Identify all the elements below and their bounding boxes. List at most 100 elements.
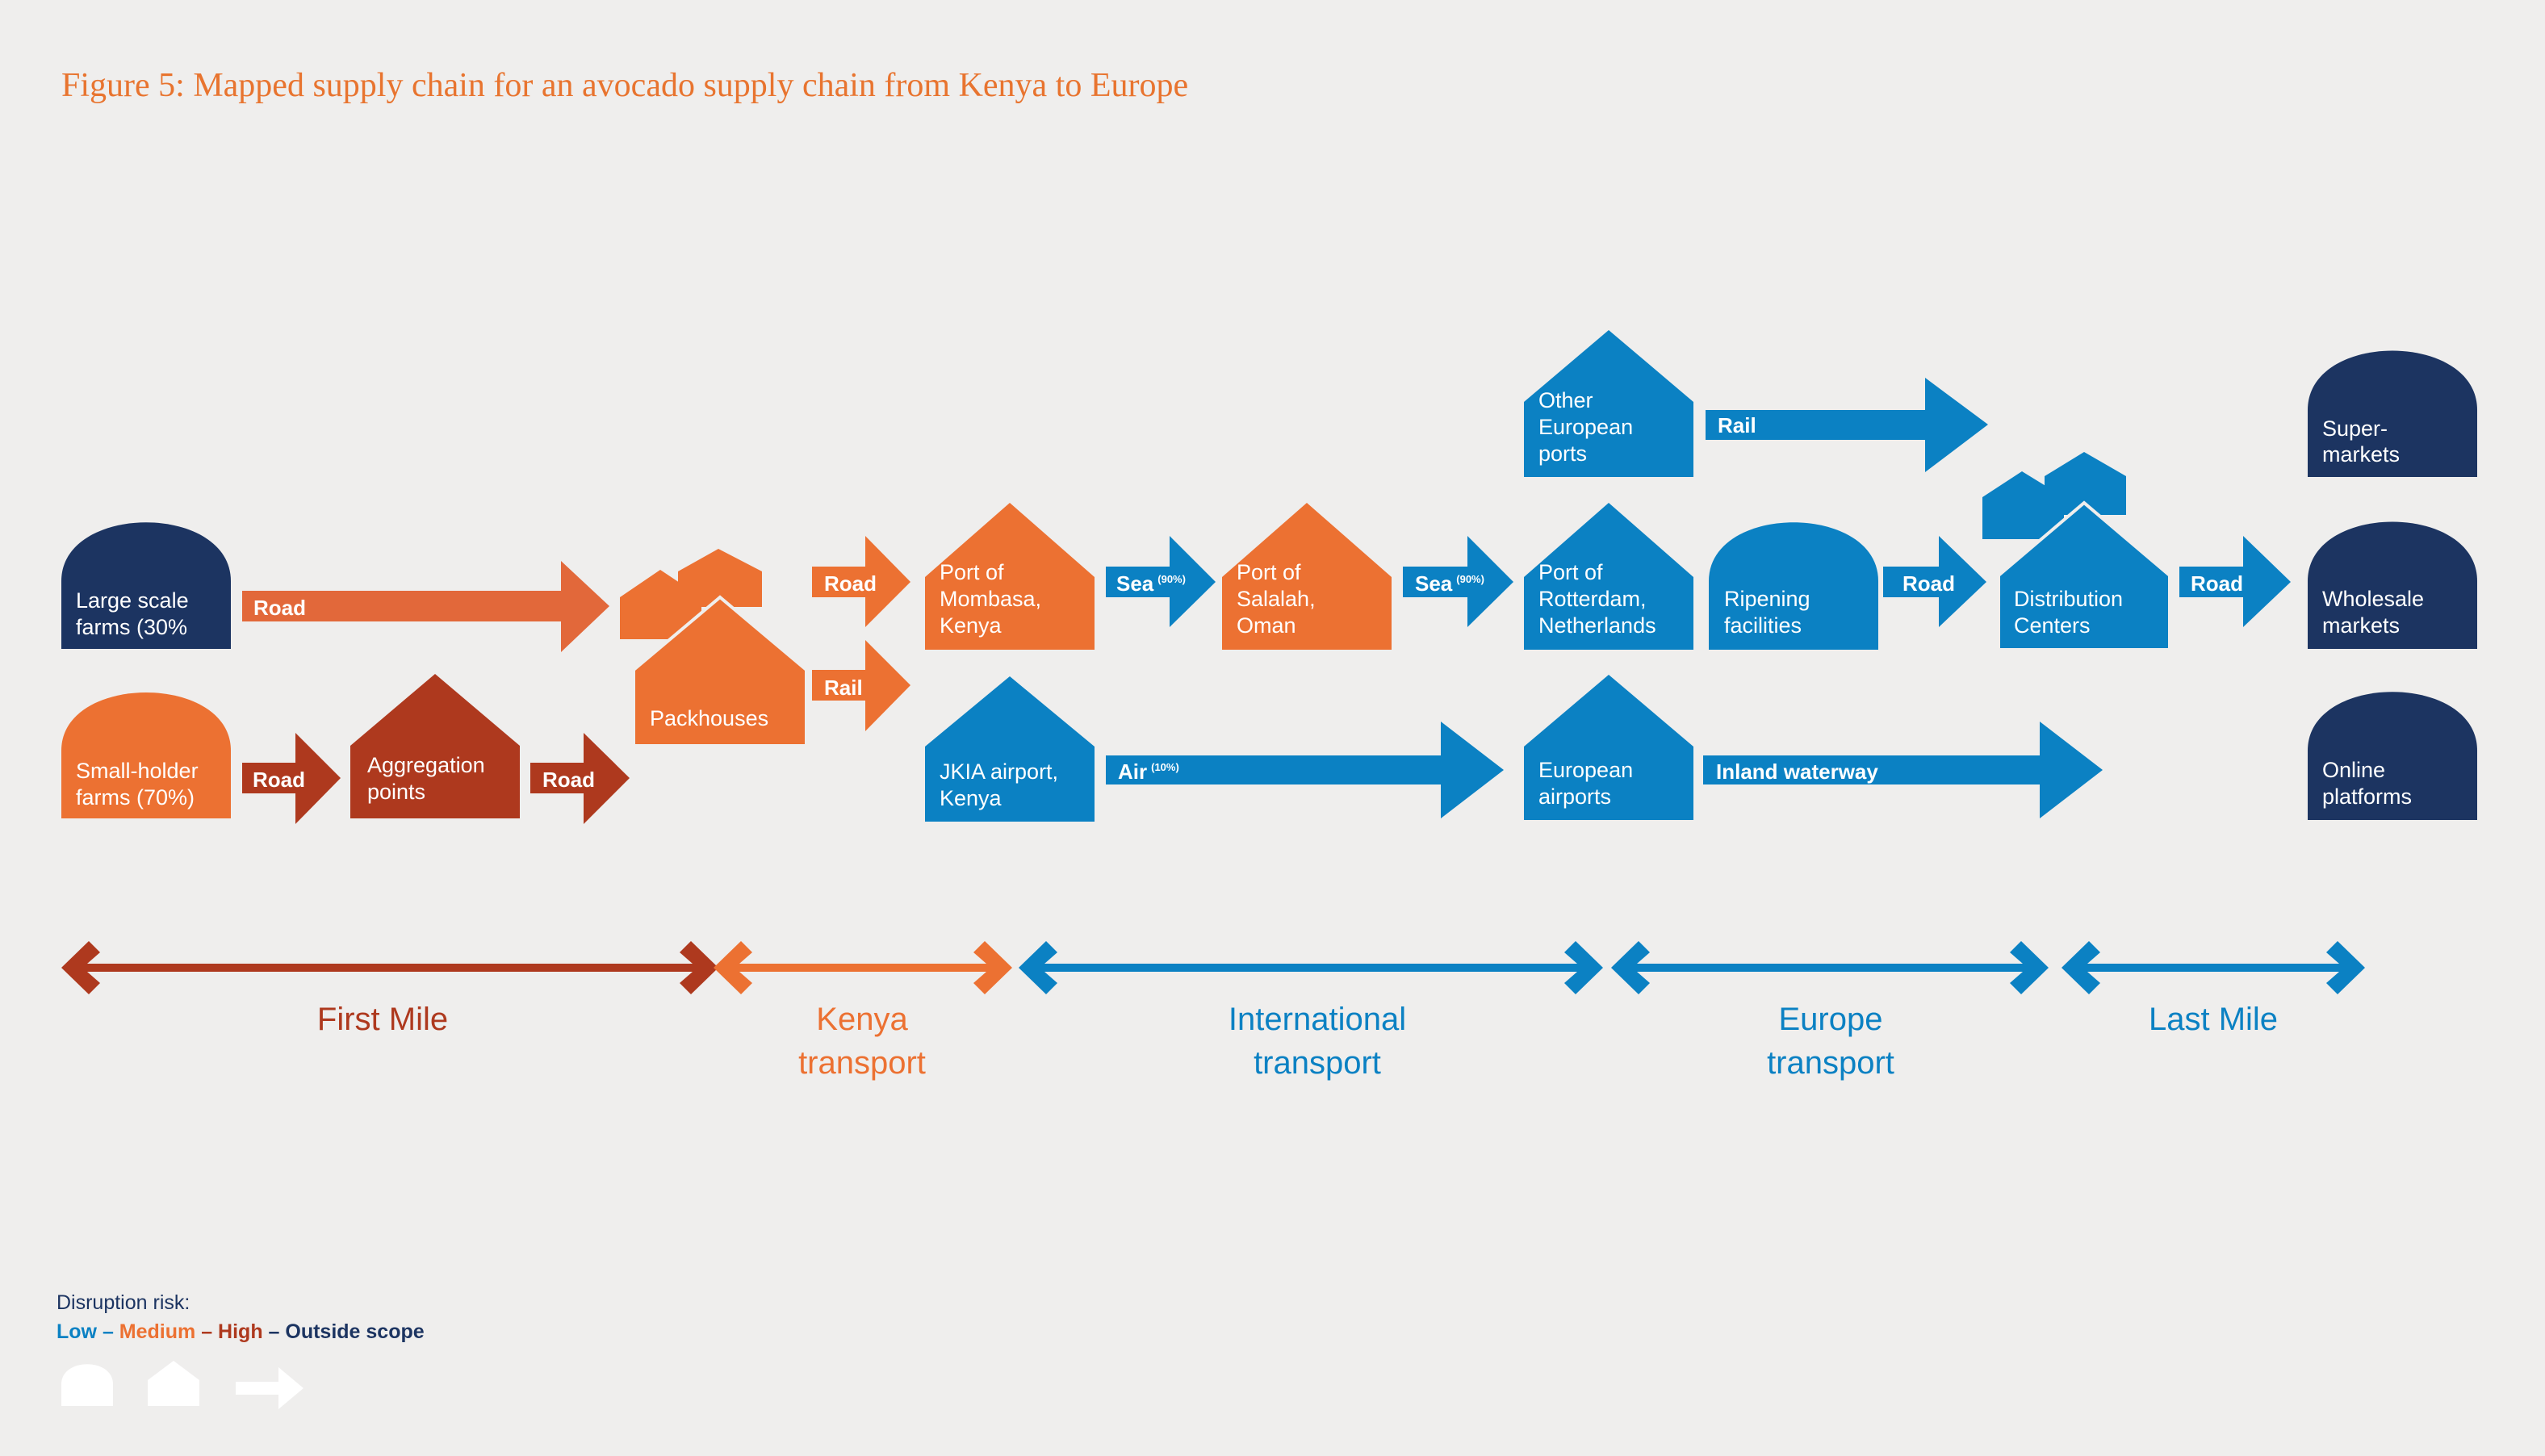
online-dome-shape	[2308, 692, 2477, 820]
node-aggregation-points: Aggregation points	[350, 674, 520, 818]
arrow-road-distribution: Road	[2179, 536, 2291, 627]
large-farms-dome-shape	[61, 522, 231, 649]
salalah-house-shape	[1222, 503, 1392, 650]
legend-risk-scale: Low – Medium – High – Outside scope	[57, 1320, 425, 1343]
legend-sep-3: –	[263, 1320, 286, 1343]
road-smallholder-label: Road	[253, 768, 305, 792]
other-ports-label-1: Other	[1538, 388, 1593, 412]
kenya-transport-label-2: transport	[798, 1045, 926, 1081]
aggregation-label-1: Aggregation	[367, 753, 485, 777]
last-mile-label: Last Mile	[2149, 1002, 2278, 1037]
road-distribution-arrow-shape	[2179, 536, 2291, 627]
node-smallholder-farms: Small-holder farms (70%)	[61, 692, 231, 818]
rotterdam-house-shape	[1524, 503, 1693, 650]
aggregation-house-shape	[350, 674, 520, 818]
supermarkets-dome-shape	[2308, 350, 2477, 477]
arrow-air-jkia: Air(10%)	[1106, 722, 1504, 818]
inland-waterway-label: Inland waterway	[1716, 759, 1878, 784]
ripening-label-1: Ripening	[1724, 587, 1810, 611]
node-european-airports: European airports	[1524, 675, 1693, 820]
rotterdam-label-2: Rotterdam,	[1538, 587, 1647, 611]
europe-double-arrow	[1611, 941, 2049, 994]
rail-other-ports-arrow-shape	[1706, 378, 1988, 472]
node-port-mombasa: Port of Mombasa, Kenya	[925, 503, 1095, 650]
jkia-house-shape	[925, 676, 1095, 822]
rotterdam-label-3: Netherlands	[1538, 613, 1656, 638]
road-aggregation-label: Road	[542, 768, 595, 792]
rail-packhouse-arrow-shape	[812, 640, 910, 731]
other-ports-label-2: European	[1538, 415, 1633, 439]
first-mile-double-arrow	[61, 941, 718, 994]
mombasa-label-3: Kenya	[940, 613, 1003, 638]
node-online-platforms: Online platforms	[2308, 692, 2477, 820]
stage-first-mile: First Mile	[61, 941, 718, 1037]
node-other-european-ports: Other European ports	[1524, 330, 1693, 477]
eu-airports-house-shape	[1524, 675, 1693, 820]
jkia-label-2: Kenya	[940, 786, 1003, 810]
sea-mombasa-label: Sea(90%)	[1116, 571, 1186, 596]
house-icon	[148, 1361, 199, 1406]
road-smallholder-arrow-shape	[242, 733, 341, 824]
sea-mombasa-mode: Sea	[1116, 571, 1154, 596]
road-large-farms-arrow-shape	[242, 561, 609, 652]
stage-kenya-transport: Kenya transport	[714, 941, 1012, 1081]
first-mile-label: First Mile	[317, 1002, 448, 1037]
ripening-dome-shape	[1709, 522, 1878, 650]
smallholder-dome-shape	[61, 692, 231, 818]
arrow-road-aggregation: Road	[530, 733, 630, 824]
legend-sep-2: –	[195, 1320, 218, 1343]
legend-sep-1: –	[97, 1320, 119, 1343]
arrow-road-large-farms: Road	[242, 561, 609, 652]
online-label-2: platforms	[2322, 784, 2412, 809]
legend-outside: Outside scope	[285, 1320, 424, 1343]
legend-low: Low	[57, 1320, 98, 1343]
salalah-label-3: Oman	[1237, 613, 1296, 638]
ripening-label-2: facilities	[1724, 613, 1802, 638]
arrow-icon	[236, 1367, 303, 1409]
sea-salalah-label: Sea(90%)	[1415, 571, 1484, 596]
other-ports-label-3: ports	[1538, 441, 1587, 466]
salalah-label-2: Salalah,	[1237, 587, 1316, 611]
international-label-1: International	[1229, 1002, 1406, 1037]
road-packhouse-label: Road	[824, 571, 877, 596]
distribution-label-2: Centers	[2014, 613, 2091, 638]
jkia-label-1: JKIA airport,	[940, 759, 1058, 784]
packhouse-small-house-2	[678, 549, 762, 607]
wholesale-label-2: markets	[2322, 613, 2400, 638]
large-farms-label-2: farms (30%	[76, 615, 187, 639]
dome-icon	[61, 1364, 113, 1406]
europe-label-1: Europe	[1779, 1002, 1883, 1037]
kenya-transport-double-arrow	[714, 941, 1012, 994]
supermarkets-label-1: Super-	[2322, 416, 2388, 441]
distribution-small-house-1	[1982, 471, 2064, 539]
node-port-rotterdam: Port of Rotterdam, Netherlands	[1524, 503, 1693, 650]
smallholder-label-1: Small-holder	[76, 759, 199, 783]
europe-label-2: transport	[1767, 1045, 1894, 1081]
packhouse-main-house	[632, 595, 808, 747]
figure-title: Figure 5: Mapped supply chain for an avo…	[61, 67, 1188, 104]
road-large-farms-label: Road	[253, 596, 306, 620]
arrow-sea-mombasa: Sea(90%)	[1106, 536, 1216, 627]
mombasa-label-1: Port of	[940, 560, 1004, 584]
air-jkia-arrow-shape	[1106, 722, 1504, 818]
kenya-transport-label-1: Kenya	[816, 1002, 908, 1037]
arrow-rail-packhouse: Rail	[812, 640, 910, 731]
arrow-road-smallholder: Road	[242, 733, 341, 824]
arrow-inland-waterway: Inland waterway	[1703, 722, 2103, 818]
eu-airports-label-1: European	[1538, 758, 1633, 782]
sea-salalah-mode: Sea	[1415, 571, 1453, 596]
aggregation-label-2: points	[367, 780, 425, 804]
inland-waterway-arrow-shape	[1703, 722, 2103, 818]
arrow-road-packhouse: Road	[812, 536, 910, 627]
node-distribution-centers: Distribution Centers	[1982, 452, 2171, 651]
sea-mombasa-arrow-shape	[1106, 536, 1216, 627]
node-supermarkets: Super- markets	[2308, 350, 2477, 477]
node-packhouses: Packhouses	[620, 549, 808, 747]
packhouses-label: Packhouses	[650, 706, 768, 730]
distribution-small-house-2	[2045, 452, 2126, 515]
supermarkets-label-2: markets	[2322, 442, 2400, 467]
sea-mombasa-share: (90%)	[1157, 573, 1186, 585]
stage-last-mile: Last Mile	[2062, 941, 2365, 1037]
salalah-label-1: Port of	[1237, 560, 1301, 584]
